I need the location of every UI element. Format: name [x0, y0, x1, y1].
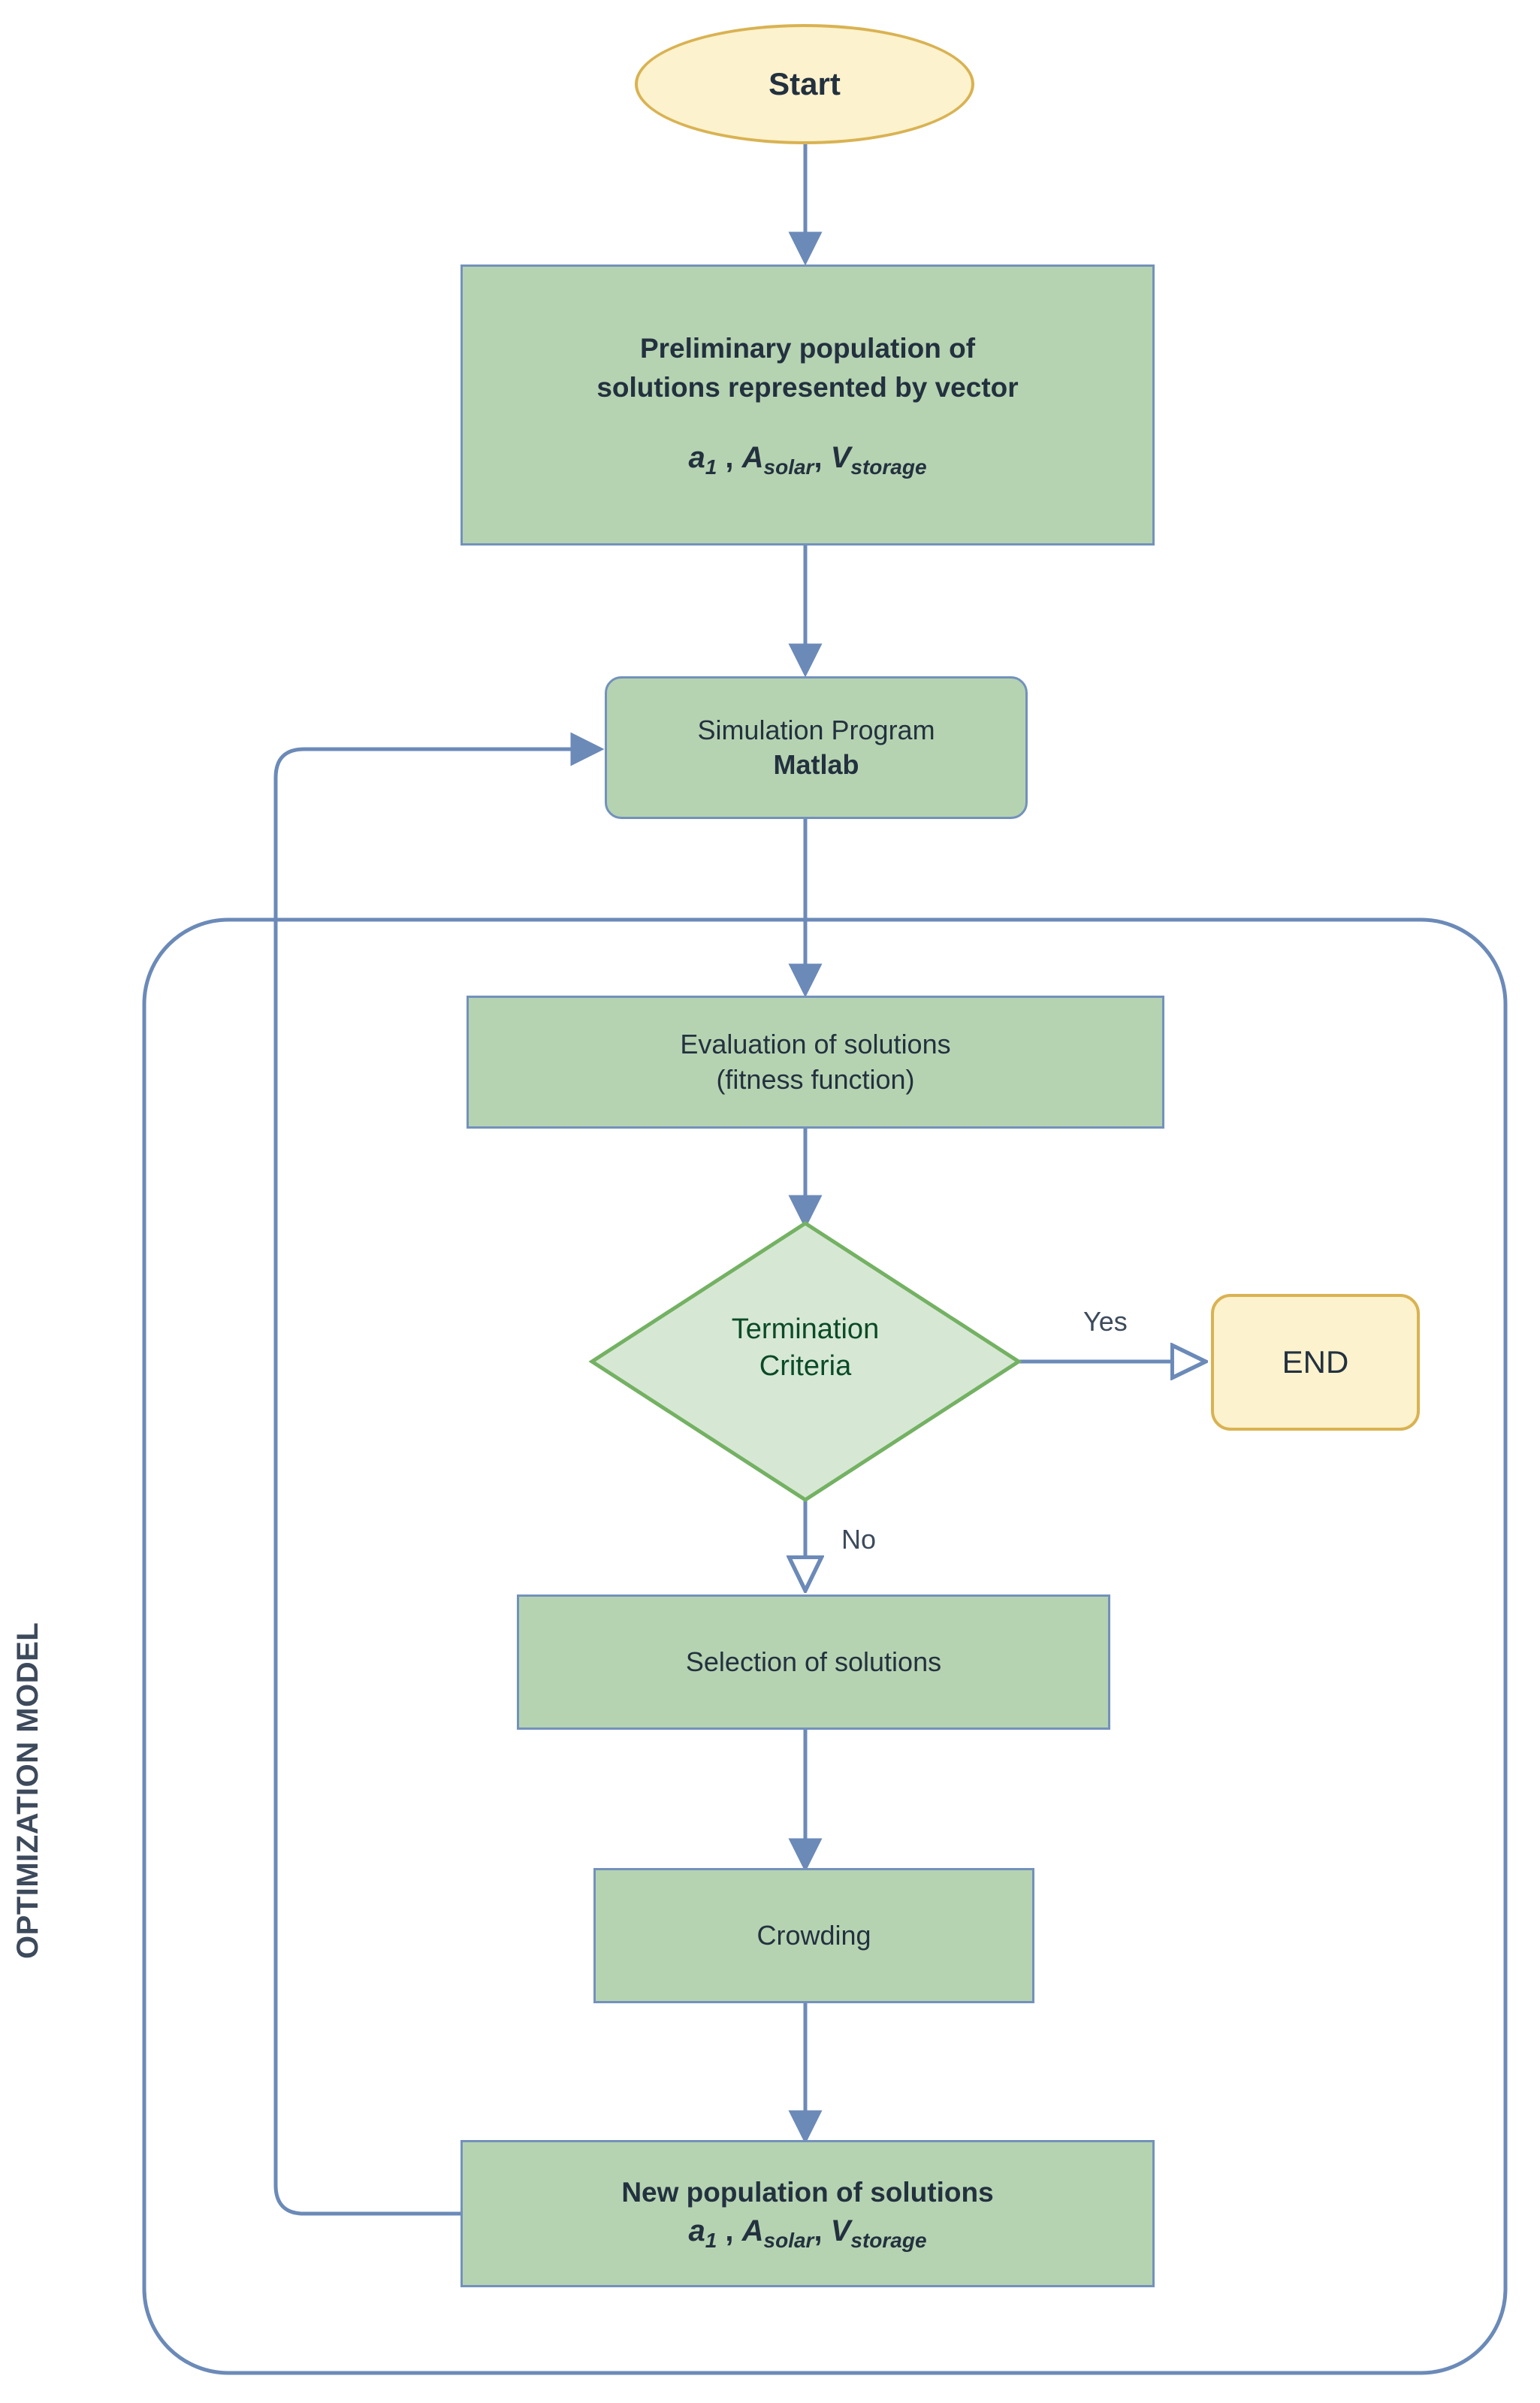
node-simulation-line2: Matlab — [773, 749, 859, 780]
node-newpopulation-vector: a1 , Asolar, Vstorage — [688, 2214, 926, 2253]
node-termination-line2: Criteria — [759, 1350, 852, 1383]
vector-sep-2: , — [814, 440, 831, 474]
vector-a-sub: 1 — [705, 455, 717, 479]
node-preliminary-line1: Preliminary population of — [639, 333, 976, 364]
node-crowding-label: Crowding — [756, 1920, 871, 1951]
node-simulation-program[interactable]: Simulation Program Matlab — [605, 676, 1028, 819]
newvector-sep-1: , — [717, 2214, 742, 2248]
node-termination-line1: Termination — [731, 1313, 880, 1345]
vector-A-base: A — [741, 440, 764, 474]
node-preliminary-population[interactable]: Preliminary population of solutions repr… — [460, 264, 1155, 546]
node-preliminary-vector: a1 , Asolar, Vstorage — [688, 441, 926, 479]
node-simulation-line1: Simulation Program — [697, 714, 935, 745]
node-start-label: Start — [768, 66, 841, 101]
vector-sep-1: , — [717, 440, 742, 474]
newvector-a-sub: 1 — [705, 2229, 717, 2253]
newvector-A-base: A — [741, 2214, 764, 2248]
vector-A-sub: solar — [763, 455, 814, 479]
node-termination-criteria[interactable]: Termination Criteria — [648, 1311, 963, 1386]
newvector-V-sub: storage — [850, 2229, 927, 2253]
node-newpopulation-line1: New population of solutions — [621, 2176, 994, 2208]
node-end[interactable]: END — [1211, 1294, 1420, 1431]
node-crowding[interactable]: Crowding — [593, 1868, 1034, 2003]
edge-label-no: No — [841, 1524, 877, 1555]
node-start[interactable]: Start — [635, 24, 974, 144]
newvector-A-sub: solar — [763, 2229, 814, 2253]
node-selection-label: Selection of solutions — [685, 1646, 942, 1677]
vector-a-base: a — [688, 440, 705, 474]
node-end-label: END — [1282, 1344, 1349, 1380]
node-evaluation[interactable]: Evaluation of solutions (fitness functio… — [467, 996, 1164, 1129]
newvector-sep-2: , — [814, 2214, 831, 2248]
edge-label-yes: Yes — [1083, 1306, 1128, 1337]
node-evaluation-line2: (fitness function) — [716, 1063, 915, 1095]
newvector-V-base: V — [830, 2214, 851, 2248]
vector-V-base: V — [830, 440, 851, 474]
node-selection[interactable]: Selection of solutions — [517, 1594, 1110, 1730]
optimization-model-label: OPTIMIZATION MODEL — [11, 1622, 44, 1959]
node-preliminary-line2: solutions represented by vector — [596, 371, 1019, 403]
node-evaluation-line1: Evaluation of solutions — [680, 1029, 951, 1060]
newvector-a-base: a — [688, 2214, 705, 2248]
edge-feedback-loop — [273, 732, 605, 2216]
node-new-population[interactable]: New population of solutions a1 , Asolar,… — [460, 2140, 1155, 2287]
vector-V-sub: storage — [850, 455, 927, 479]
